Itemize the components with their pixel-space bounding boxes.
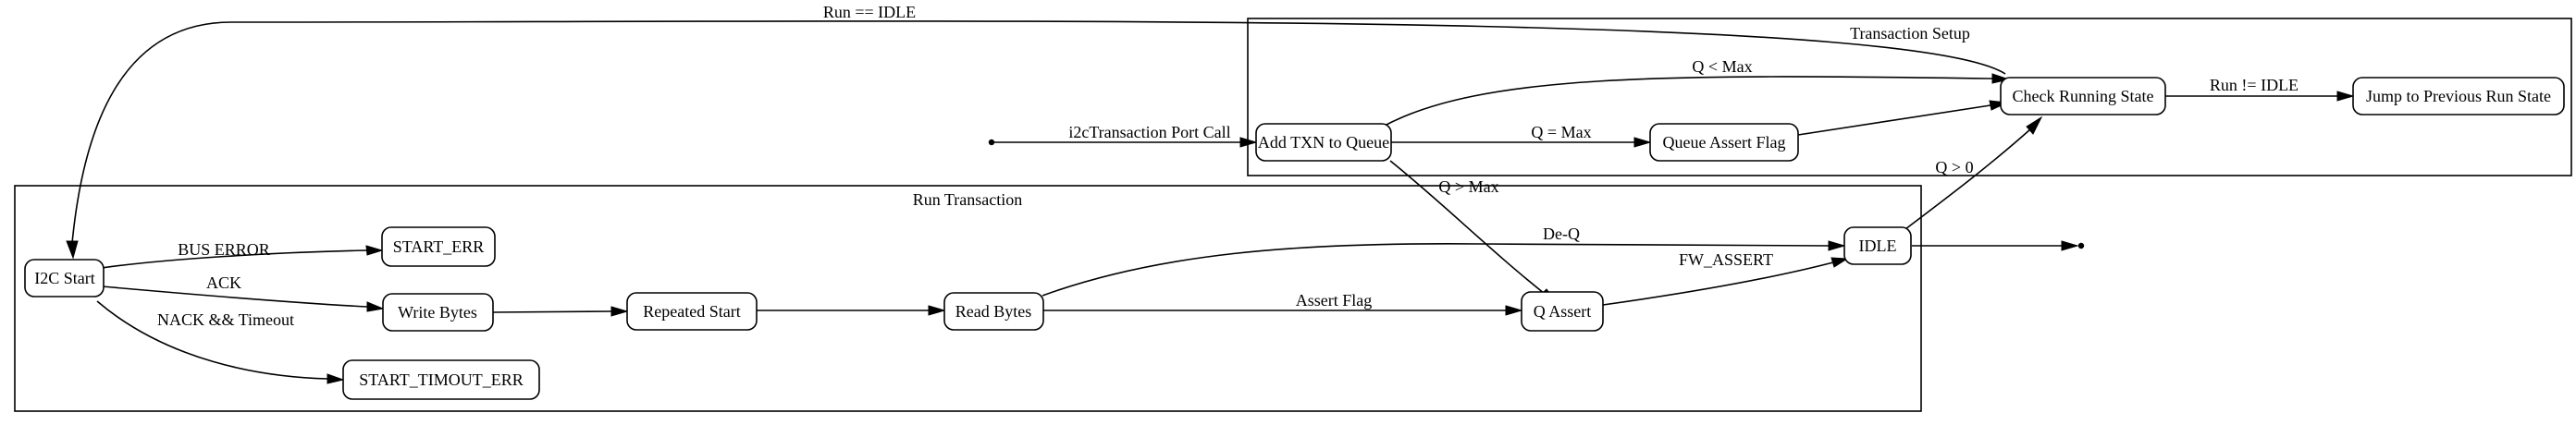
node-label-add-txn: Add TXN to Queue	[1258, 133, 1389, 152]
node-label-start-err: START_ERR	[393, 237, 485, 256]
edge-idle-exit	[1912, 240, 2085, 251]
edge-q-eq-max: Q = Max	[1391, 123, 1652, 148]
node-jump-previous: Jump to Previous Run State	[2352, 77, 2565, 115]
node-add-txn: Add TXN to Queue	[1255, 123, 1392, 162]
cluster-run-transaction: Run Transaction	[14, 185, 1922, 412]
node-q-assert: Q Assert	[1521, 291, 1604, 332]
node-label-queue-assert-flag: Queue Assert Flag	[1663, 133, 1786, 152]
node-start-timout-err: START_TIMOUT_ERR	[342, 359, 540, 400]
edge-label-bus-error: BUS ERROR	[178, 240, 270, 259]
node-read-bytes: Read Bytes	[943, 292, 1044, 331]
edge-label-nack-timeout: NACK && Timeout	[157, 310, 294, 329]
edge-label-q-eq-max: Q = Max	[1531, 123, 1591, 141]
edge-label-q-lt-max: Q < Max	[1692, 57, 1752, 76]
node-label-idle: IDLE	[1859, 237, 1897, 255]
edge-label-run-ne-idle: Run != IDLE	[2210, 76, 2299, 94]
node-check-running-state: Check Running State	[2000, 77, 2166, 115]
edge-label-assert-flag: Assert Flag	[1296, 291, 1373, 310]
node-label-i2c-start: I2C Start	[34, 269, 95, 287]
node-queue-assert-flag: Queue Assert Flag	[1649, 123, 1799, 162]
node-repeated-start: Repeated Start	[626, 292, 758, 331]
edge-q-gt-max: Q > Max	[1389, 160, 1559, 305]
edge-queue-assert-to-check	[1797, 100, 2009, 136]
node-start-err: START_ERR	[381, 226, 496, 267]
edge-label-de-q: De-Q	[1543, 225, 1580, 243]
cluster-label-transaction-setup: Transaction Setup	[1850, 24, 1970, 42]
edge-assert-flag: Assert Flag	[1043, 291, 1523, 316]
edge-label-q-gt-max: Q > Max	[1438, 177, 1498, 196]
edge-q-lt-max: Q < Max	[1382, 57, 2011, 128]
node-write-bytes: Write Bytes	[382, 293, 494, 332]
edge-bus-error: BUS ERROR	[101, 240, 384, 269]
edge-q-gt-0: Q > 0	[1904, 115, 2043, 230]
node-label-repeated-start: Repeated Start	[643, 302, 740, 321]
node-label-jump-previous: Jump to Previous Run State	[2366, 87, 2551, 105]
node-label-write-bytes: Write Bytes	[398, 303, 477, 322]
edge-label-run-eq-idle: Run == IDLE	[823, 3, 916, 21]
node-label-check-running-state: Check Running State	[2013, 87, 2154, 105]
edge-fw-assert: FW_ASSERT	[1602, 250, 1849, 306]
node-idle: IDLE	[1843, 226, 1912, 265]
edge-de-q: De-Q	[1041, 225, 1846, 297]
edge-label-port-call: i2cTransaction Port Call	[1068, 123, 1230, 141]
edge-write-to-repeated	[492, 306, 629, 317]
edge-repeated-to-read	[756, 305, 946, 316]
cluster-transaction-setup: Transaction Setup	[1247, 18, 2572, 176]
node-label-start-timout-err: START_TIMOUT_ERR	[359, 370, 523, 389]
edge-run-ne-idle: Run != IDLE	[2164, 76, 2355, 102]
node-i2c-start: I2C Start	[24, 259, 105, 298]
edge-ack: ACK	[101, 273, 385, 312]
edge-label-fw-assert: FW_ASSERT	[1679, 250, 1773, 269]
edge-port-call: i2cTransaction Port Call	[988, 123, 1258, 148]
edge-label-q-gt-0: Q > 0	[1935, 158, 1973, 176]
edge-label-ack: ACK	[206, 273, 241, 292]
node-label-q-assert: Q Assert	[1534, 302, 1592, 321]
edge-nack-timeout: NACK && Timeout	[96, 300, 345, 384]
exit-dot	[2077, 242, 2085, 249]
cluster-label-run-transaction: Run Transaction	[913, 190, 1023, 209]
edge-run-eq-idle: Run == IDLE	[66, 3, 2006, 260]
node-label-read-bytes: Read Bytes	[955, 302, 1032, 321]
